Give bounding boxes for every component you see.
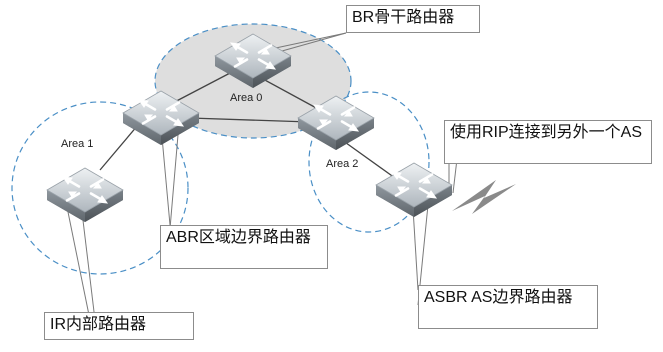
rip-callout: 使用RIP连接到另外一个AS: [444, 120, 652, 164]
area-2-boundary: [308, 91, 430, 233]
area-2-label: Area 2: [326, 158, 359, 170]
area-1-label: Area 1: [61, 138, 94, 150]
area-0-label: Area 0: [230, 92, 263, 104]
ir-router-icon: [45, 166, 125, 224]
asbr-router-icon: [374, 161, 454, 219]
br-callout: BR骨干路由器: [346, 5, 480, 33]
area-1-boundary: [11, 101, 189, 275]
asbr-callout: ASBR AS边界路由器: [418, 285, 598, 329]
lightning-icon: [452, 180, 516, 214]
abr-callout: ABR区域边界路由器: [160, 225, 328, 269]
ir-callout: IR内部路由器: [44, 312, 194, 340]
